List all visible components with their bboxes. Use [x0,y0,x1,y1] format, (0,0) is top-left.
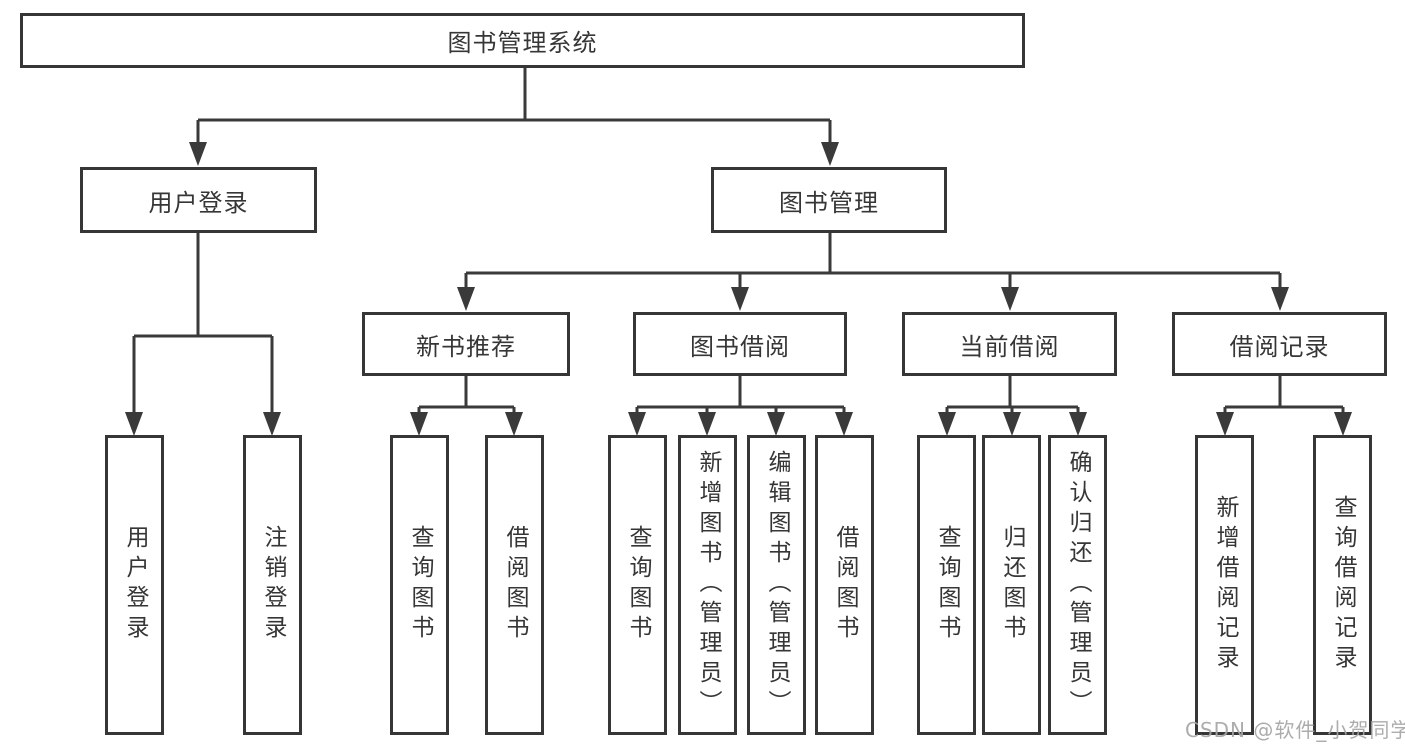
leaf-borrow-borrow-books: 借阅图书 [815,435,874,735]
node-user-login: 用户登录 [80,167,317,233]
leaf-borrow-add-books-admin-label: 新增图书（管理员） [695,450,721,720]
leaf-borrow-query-books-label: 查询图书 [625,525,651,645]
leaf-current-query-books: 查询图书 [917,435,976,735]
leaf-records-query-label: 查询借阅记录 [1330,495,1356,675]
leaf-user-login-label: 用户登录 [122,525,148,645]
leaf-logout-label: 注销登录 [260,525,286,645]
node-book-borrow: 图书借阅 [633,312,847,376]
leaf-newbook-borrow-books-label: 借阅图书 [502,525,528,645]
node-borrow-records-label: 借阅记录 [1229,332,1330,361]
node-current-borrow: 当前借阅 [902,312,1117,376]
leaf-records-query: 查询借阅记录 [1313,435,1372,735]
node-new-book-recommend: 新书推荐 [362,312,570,376]
leaf-current-return-books-label: 归还图书 [999,525,1025,645]
leaf-current-return-books: 归还图书 [982,435,1041,735]
leaf-current-query-books-label: 查询图书 [934,525,960,645]
node-root: 图书管理系统 [20,13,1025,68]
arrowheads [125,142,1352,436]
node-new-book-recommend-label: 新书推荐 [416,332,516,361]
node-root-label: 图书管理系统 [447,29,598,57]
node-user-login-label: 用户登录 [148,188,249,217]
leaf-borrow-add-books-admin: 新增图书（管理员） [678,435,737,735]
leaf-user-login: 用户登录 [105,435,164,735]
leaf-newbook-query-books-label: 查询图书 [407,525,433,645]
leaf-newbook-borrow-books: 借阅图书 [485,435,544,735]
leaf-borrow-edit-books-admin: 编辑图书（管理员） [747,435,806,735]
node-current-borrow-label: 当前借阅 [959,332,1060,361]
leaf-newbook-query-books: 查询图书 [390,435,449,735]
leaf-records-add-label: 新增借阅记录 [1212,495,1238,675]
leaf-records-add: 新增借阅记录 [1195,435,1254,735]
node-book-management-label: 图书管理 [779,188,879,217]
leaf-current-confirm-return-admin: 确认归还（管理员） [1048,435,1107,735]
csdn-watermark: CSDN @软件_小贺同学 [1185,718,1405,742]
leaf-borrow-borrow-books-label: 借阅图书 [832,525,858,645]
leaf-borrow-edit-books-admin-label: 编辑图书（管理员） [764,450,790,720]
leaf-borrow-query-books: 查询图书 [608,435,667,735]
node-borrow-records: 借阅记录 [1172,312,1387,376]
leaf-current-confirm-return-admin-label: 确认归还（管理员） [1065,450,1091,720]
leaf-logout: 注销登录 [243,435,302,735]
node-book-management: 图书管理 [711,167,947,233]
node-book-borrow-label: 图书借阅 [690,332,790,361]
